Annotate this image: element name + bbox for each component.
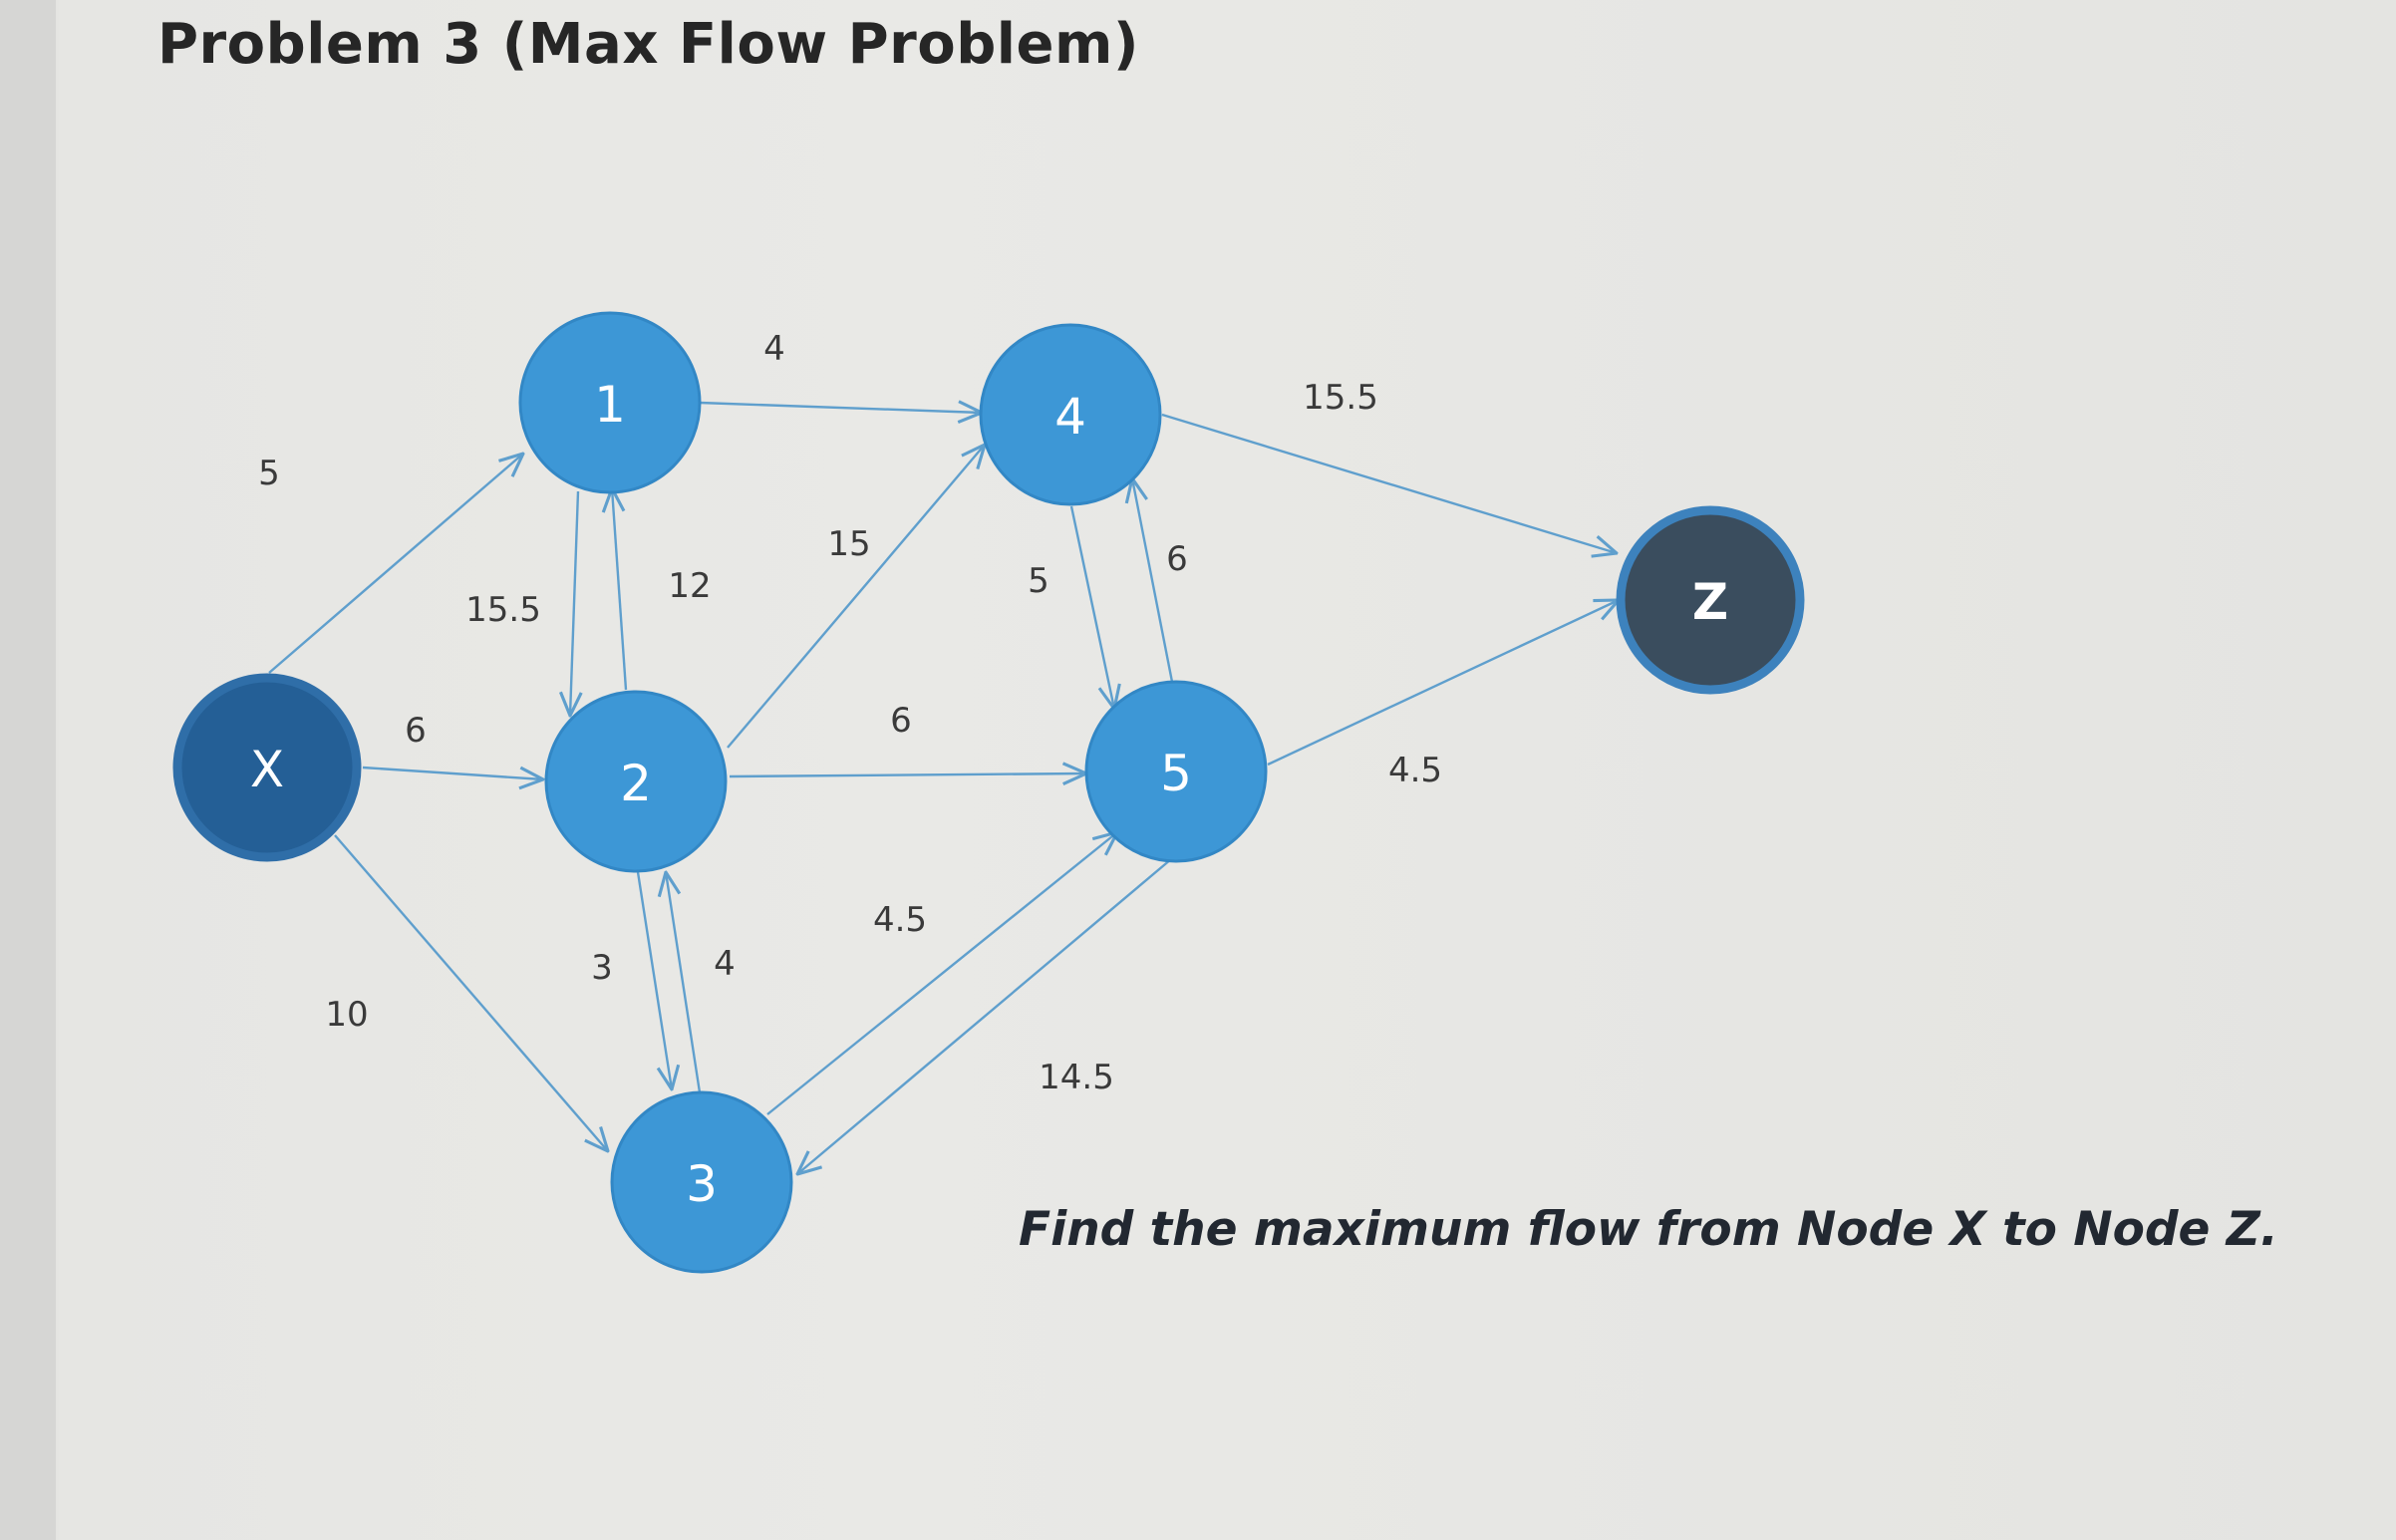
- node-circle: [172, 673, 362, 862]
- capacity-label-4-to-z: 15.5: [1303, 378, 1378, 418]
- node-5: 5: [1084, 680, 1268, 863]
- question-text: Find the maximum flow from Node X to Nod…: [1019, 1202, 2278, 1257]
- capacity-label-5-to-4: 6: [1166, 539, 1188, 579]
- capacity-label-1-to-4: 4: [763, 329, 785, 369]
- capacity-label-5-to-z: 4.5: [1388, 751, 1442, 790]
- node-circle: [979, 323, 1162, 506]
- capacity-label-2-to-3: 3: [591, 948, 613, 988]
- node-circle: [1084, 680, 1268, 863]
- node-circle: [610, 1090, 793, 1274]
- page-title: Problem 3 (Max Flow Problem): [157, 12, 1139, 77]
- edge-3-to-2: [666, 872, 702, 1093]
- node-1: 1: [518, 311, 702, 494]
- node-label: 1: [594, 376, 626, 434]
- capacity-label-1-to-2: 15.5: [465, 590, 541, 630]
- node-circle: [1616, 505, 1805, 695]
- node-2: 2: [544, 690, 728, 873]
- capacity-label-4-to-5: 5: [1028, 561, 1049, 601]
- edge-x-to-2: [362, 768, 543, 779]
- edge-4-to-5: [1069, 505, 1114, 709]
- capacity-label-2-to-5: 6: [890, 701, 912, 741]
- node-label: 3: [686, 1155, 718, 1213]
- edge-2-to-1: [612, 488, 628, 691]
- edges-layer: [268, 403, 1619, 1174]
- node-label: 5: [1160, 745, 1192, 802]
- capacity-label-2-to-1: 12: [668, 566, 711, 606]
- left-margin-strip: [0, 0, 56, 1540]
- edge-4-to-z: [1161, 413, 1617, 553]
- node-circle: [544, 690, 728, 873]
- node-circle: [518, 311, 702, 494]
- edge-2-to-5: [729, 773, 1086, 776]
- edge-5-to-4: [1132, 478, 1174, 683]
- node-3: 3: [610, 1090, 793, 1274]
- capacity-label-3-to-2: 4: [714, 944, 736, 984]
- edge-1-to-4: [699, 403, 982, 413]
- edge-2-to-4: [727, 445, 985, 749]
- edge-x-to-3: [334, 834, 608, 1151]
- capacity-label-x-to-3: 10: [325, 995, 368, 1035]
- node-label: 4: [1054, 388, 1086, 446]
- node-z: Z: [1616, 505, 1805, 695]
- edge-3-to-5: [766, 832, 1117, 1115]
- node-label: 2: [620, 755, 652, 812]
- edge-x-to-1: [268, 454, 523, 674]
- capacity-label-x-to-2: 6: [405, 711, 427, 751]
- node-x: X: [172, 673, 362, 862]
- edge-5-to-3: [797, 858, 1172, 1174]
- capacity-label-5-to-3: 14.5: [1039, 1058, 1114, 1097]
- node-label: X: [250, 741, 284, 798]
- capacity-label-3-to-5: 4.5: [873, 900, 927, 940]
- capacity-label-x-to-1: 5: [258, 454, 280, 493]
- edge-1-to-2: [570, 490, 578, 716]
- node-label: Z: [1692, 573, 1728, 631]
- node-4: 4: [979, 323, 1162, 506]
- edge-2-to-3: [636, 871, 672, 1089]
- edge-5-to-z: [1267, 600, 1619, 767]
- capacity-label-2-to-4: 15: [827, 524, 870, 564]
